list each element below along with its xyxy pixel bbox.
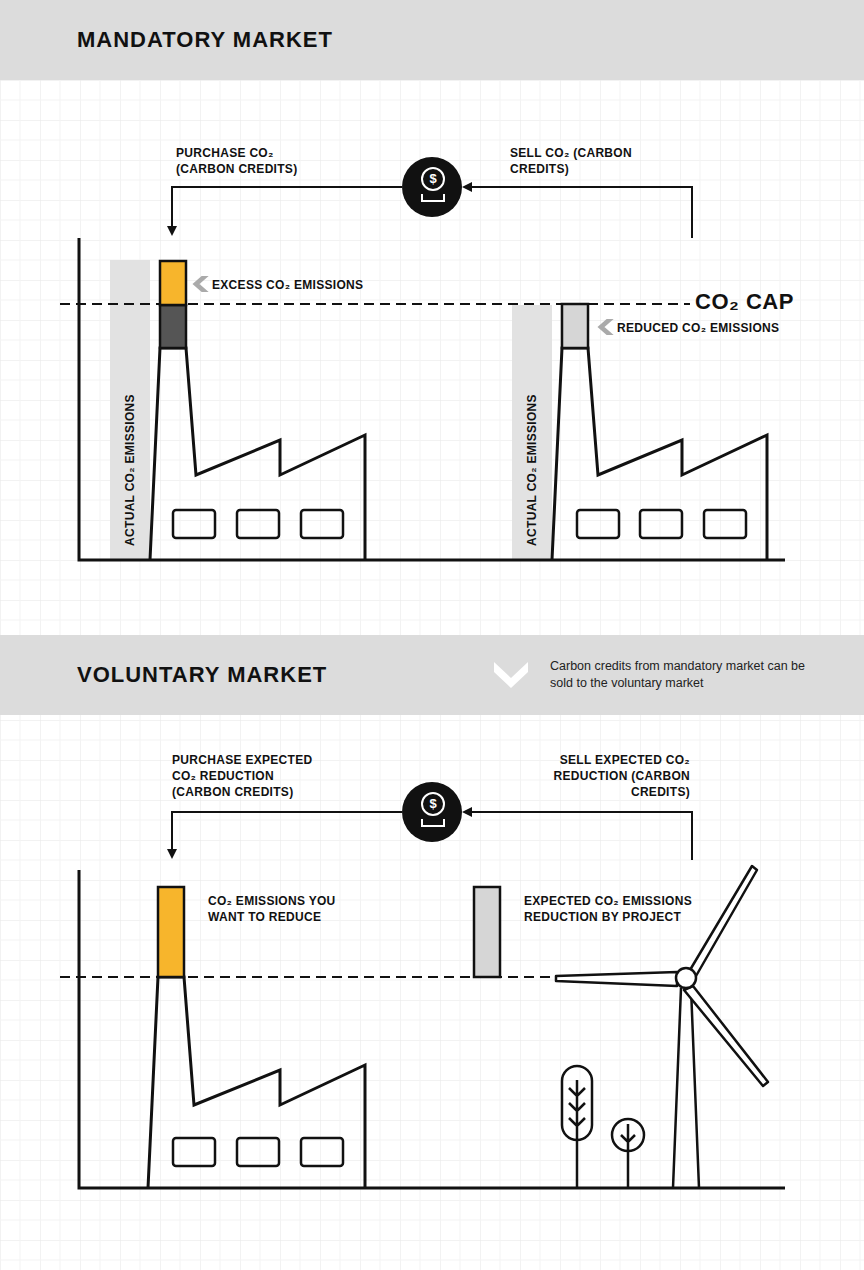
flow-line [172,812,402,851]
down-chevron [494,662,528,688]
dollar-sign: $ [421,167,445,191]
section-title: VOLUNTARY MARKET [77,662,327,688]
annotation: PURCHASE EXPECTED CO₂ REDUCTION (CARBON … [172,752,332,800]
axis [79,870,785,1188]
section-band: MANDATORY MARKET [0,0,864,80]
excess-bar [160,261,186,305]
annotation: REDUCED CO₂ EMISSIONS [617,320,779,336]
emission-band [512,305,552,560]
payment-icon: $ [402,782,462,842]
axis-label: ACTUAL CO₂ EMISSIONS [122,394,138,546]
annotation: SELL EXPECTED CO₂ REDUCTION (CARBON CRED… [530,752,690,800]
annotation: PURCHASE CO₂ (CARBON CREDITS) [176,145,326,177]
annotation: EXPECTED CO₂ EMISSIONS REDUCTION BY PROJ… [524,893,694,925]
section-note: Carbon credits from mandatory market can… [550,658,820,692]
axis-label: ACTUAL CO₂ EMISSIONS [524,394,540,546]
annotation: SELL CO₂ (CARBON CREDITS) [510,145,660,177]
reduction-bar [474,887,500,977]
arrowhead [167,226,177,236]
cap-line [60,303,690,305]
tree [562,1066,644,1188]
axis [79,238,785,560]
section-title: MANDATORY MARKET [77,27,333,53]
annotation: CO₂ EMISSIONS YOU WANT TO REDUCE [208,893,358,925]
flow-line [172,187,402,228]
section-band: VOLUNTARY MARKET Carbon credits from mand… [0,635,864,715]
header-band [0,635,864,715]
reduced-bar [562,304,588,348]
flow-line [468,187,692,238]
factory [150,348,365,560]
header-band [0,0,864,80]
factory [148,977,365,1188]
flow-line [468,812,692,860]
factory [552,348,767,560]
emission-bar [158,887,184,977]
emission-bar [160,305,186,348]
annotation: EXCESS CO₂ EMISSIONS [212,277,363,293]
pointer-chevron [194,277,206,291]
dollar-sign: $ [421,792,445,816]
arrowhead [462,807,472,817]
payment-icon: $ [402,157,462,217]
arrowhead [462,182,472,192]
cap-label: CO₂ CAP [695,289,794,315]
arrowhead [167,849,177,859]
pointer-chevron [599,320,611,334]
